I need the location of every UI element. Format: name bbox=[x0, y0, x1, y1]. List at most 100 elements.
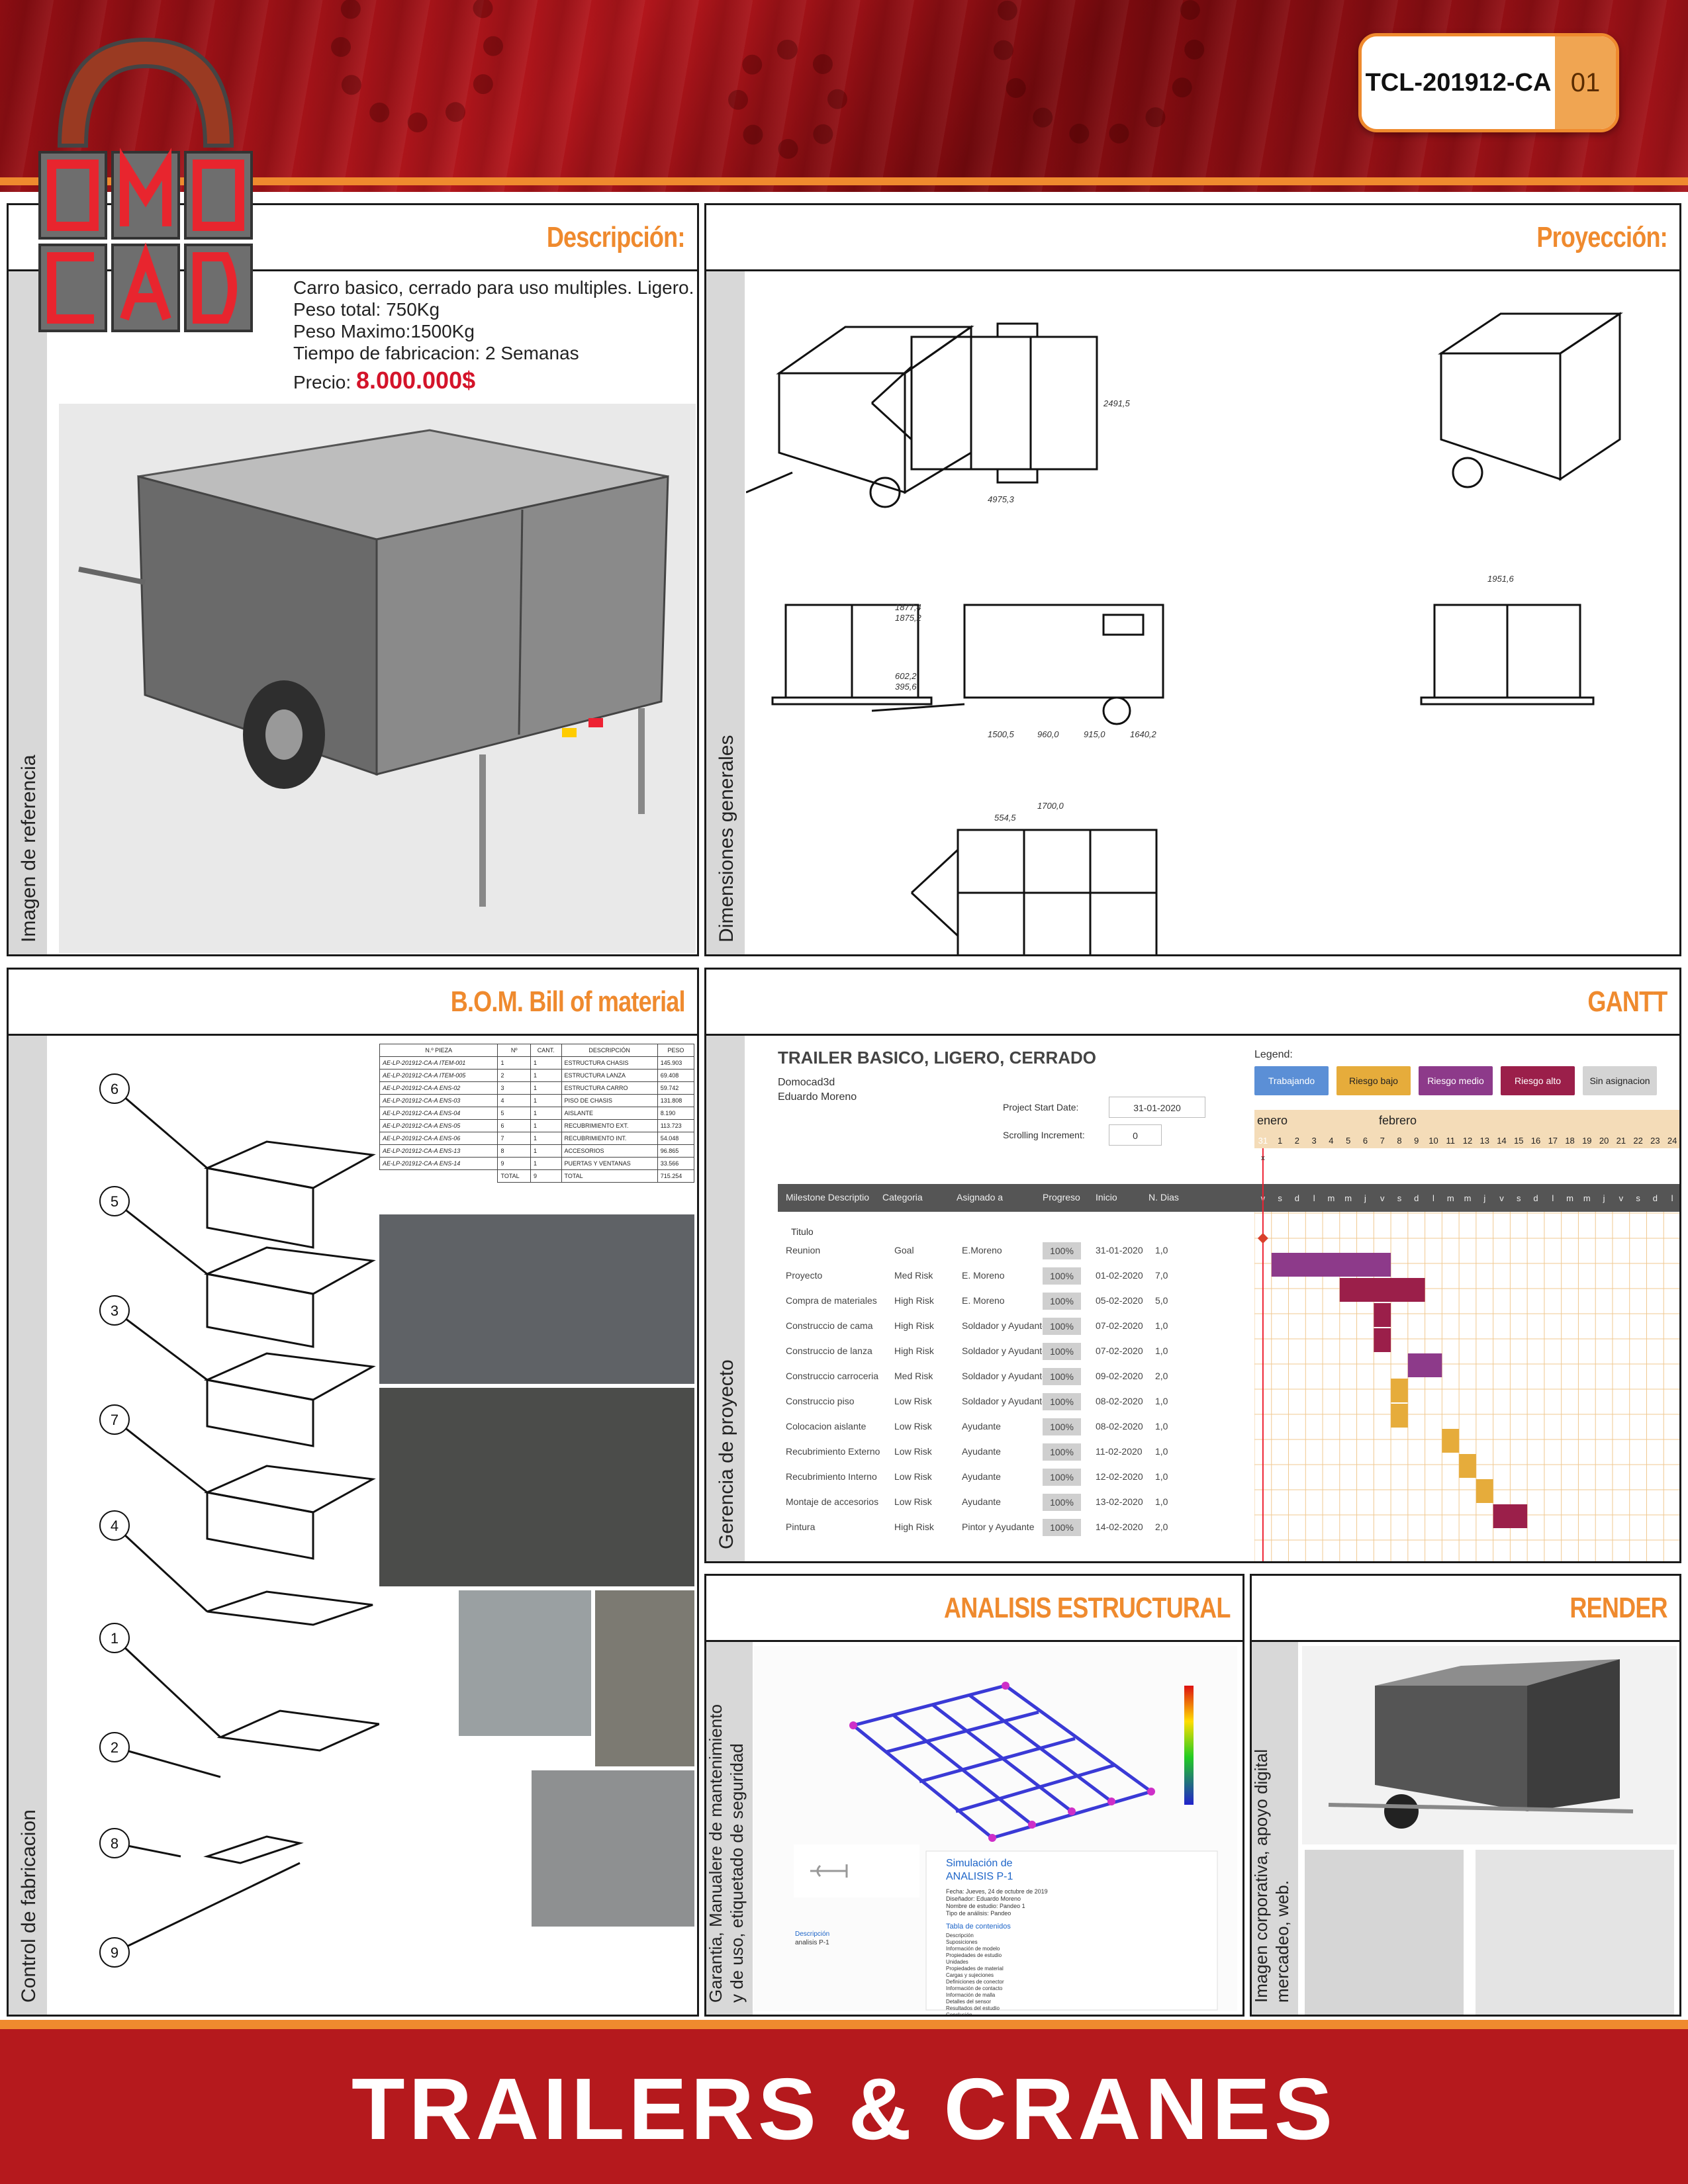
task-cell-prog: 100% bbox=[1043, 1443, 1081, 1461]
header-banner: TCL-201912-CA 01 bbox=[0, 0, 1688, 192]
task-cell-who: Pintor y Ayudante bbox=[962, 1522, 1035, 1532]
task-cell-cat: High Risk bbox=[894, 1320, 934, 1331]
weekday-label: s bbox=[1636, 1193, 1640, 1203]
side-label-bar: Garantia, Manualere de mantenimiento y d… bbox=[706, 1642, 753, 2015]
bom-cell: 96.865 bbox=[657, 1144, 695, 1158]
task-cell-prog: 100% bbox=[1043, 1519, 1081, 1536]
task-cell-days: 1,0 bbox=[1155, 1245, 1168, 1255]
bom-cell: ESTRUCTURA LANZA bbox=[561, 1069, 658, 1082]
day-label: 15 bbox=[1514, 1136, 1523, 1146]
weekday-label: m bbox=[1566, 1193, 1573, 1203]
task-cell-start: 14-02-2020 bbox=[1096, 1522, 1143, 1532]
dimension-label: 1500,5 bbox=[988, 729, 1015, 739]
task-cell-start: 31-01-2020 bbox=[1096, 1245, 1143, 1255]
task-cell-start: 08-02-2020 bbox=[1096, 1396, 1143, 1406]
task-cell-start: 13-02-2020 bbox=[1096, 1496, 1143, 1507]
task-cell-cat: Low Risk bbox=[894, 1496, 932, 1507]
bom-cell: 69.408 bbox=[657, 1069, 695, 1082]
bom-total-cell: TOTAL bbox=[497, 1169, 531, 1183]
bom-cell: 1 bbox=[530, 1157, 562, 1170]
bom-header-cell: Nº bbox=[497, 1044, 531, 1057]
task-cell-name: Construccio carroceria bbox=[786, 1371, 879, 1381]
report-line: Nombre de estudio: Pandeo 1 bbox=[946, 1903, 1025, 1909]
column-header: Asignado a bbox=[957, 1192, 1004, 1203]
day-label: 3 bbox=[1312, 1136, 1317, 1146]
task-cell-who: Ayudante bbox=[962, 1446, 1001, 1457]
weekday-label: m bbox=[1327, 1193, 1335, 1203]
bom-header-cell: DESCRIPCIÓN bbox=[561, 1044, 658, 1057]
toc-entry: Resultados del estudio bbox=[946, 2005, 1000, 2011]
gantt-bar bbox=[1493, 1504, 1528, 1528]
panel-title-bar: B.O.M. Bill of material bbox=[9, 970, 697, 1036]
scroll-increment-field[interactable]: 0 bbox=[1109, 1124, 1162, 1146]
side-label-bar: Control de fabricacion bbox=[9, 1036, 47, 2015]
gantt-bar bbox=[1339, 1278, 1425, 1302]
description-label: Descripción bbox=[795, 1931, 830, 1938]
weekday-label: j bbox=[1483, 1193, 1485, 1203]
weekday-label: d bbox=[1533, 1193, 1538, 1203]
task-cell-start: 05-02-2020 bbox=[1096, 1295, 1143, 1306]
weekday-label: j bbox=[1364, 1193, 1366, 1203]
side-label-bar: Imagen de referencia bbox=[9, 271, 47, 954]
bom-cell: PUERTAS Y VENTANAS bbox=[561, 1157, 658, 1170]
task-cell-days: 1,0 bbox=[1155, 1471, 1168, 1482]
header-stripe bbox=[0, 177, 1688, 185]
fabrication-photo bbox=[379, 1214, 694, 1384]
weekday-row-bg bbox=[1254, 1184, 1679, 1212]
bom-cell: RECUBRIMIENTO EXT. bbox=[561, 1119, 658, 1132]
panel-proyeccion: Proyección: Dimensiones generales bbox=[704, 203, 1681, 956]
weekday-label: l bbox=[1313, 1193, 1315, 1203]
start-date-label: Project Start Date: bbox=[1003, 1102, 1079, 1113]
domocad-logo bbox=[38, 37, 253, 332]
bom-cell: AE-LP-201912-CA-A ENS-02 bbox=[379, 1081, 498, 1095]
document-code-badge: TCL-201912-CA 01 bbox=[1358, 33, 1619, 132]
task-cell-cat: Goal bbox=[894, 1245, 914, 1255]
weekday-label: v bbox=[1380, 1193, 1385, 1203]
dimension-label: 960,0 bbox=[1037, 729, 1059, 739]
task-cell-who: E. Moreno bbox=[962, 1295, 1005, 1306]
bom-cell: PISO DE CHASIS bbox=[561, 1094, 658, 1107]
footer-banner: TRAILERS & CRANES bbox=[0, 2020, 1688, 2184]
column-header: Inicio bbox=[1096, 1192, 1117, 1203]
weekday-label: l bbox=[1671, 1193, 1673, 1203]
task-cell-cat: Low Risk bbox=[894, 1471, 932, 1482]
task-cell-prog: 100% bbox=[1043, 1318, 1081, 1335]
bom-cell: 1 bbox=[530, 1056, 562, 1069]
bom-cell: 2 bbox=[497, 1069, 531, 1082]
bom-cell: ACCESORIOS bbox=[561, 1144, 658, 1158]
start-date-field[interactable]: 31-01-2020 bbox=[1109, 1097, 1205, 1118]
description-text: Carro basico, cerrado para uso multiples… bbox=[293, 277, 694, 393]
bom-cell: 6 bbox=[497, 1119, 531, 1132]
fabrication-photo bbox=[595, 1590, 694, 1766]
bom-header-row: N.º PIEZA Nº CANT. DESCRIPCIÓN PESO bbox=[379, 1044, 695, 1057]
toc-entry: Descripción bbox=[946, 1933, 974, 1938]
report-line: Fecha: Jueves, 24 de octubre de 2019 bbox=[946, 1888, 1048, 1895]
bom-table: N.º PIEZA Nº CANT. DESCRIPCIÓN PESO AE-L… bbox=[379, 1044, 695, 1183]
day-label: 21 bbox=[1617, 1136, 1626, 1146]
dimension-label: 602,2 bbox=[895, 671, 917, 681]
task-cell-who: E.Moreno bbox=[962, 1245, 1002, 1255]
panel-title-bar: Descripción: bbox=[9, 205, 697, 271]
dimension-label: 395,6 bbox=[895, 682, 917, 692]
task-cell-prog: 100% bbox=[1043, 1343, 1081, 1360]
gantt-bar bbox=[1407, 1353, 1442, 1377]
task-table-header: Milestone Descriptio Categoria Asignado … bbox=[778, 1184, 1254, 1212]
bom-cell: AE-LP-201912-CA-A ENS-04 bbox=[379, 1107, 498, 1120]
task-cell-days: 1,0 bbox=[1155, 1396, 1168, 1406]
bom-total-cell: TOTAL bbox=[561, 1169, 658, 1183]
side-label: Imagen corporativa, apoyo digital bbox=[1251, 1749, 1271, 2003]
projection-drawings: 4975,3 2491,5 1877,4 1875,2 602,2 395,6 … bbox=[746, 312, 1623, 954]
bom-cell: 3 bbox=[497, 1081, 531, 1095]
bom-total-cell: 715.254 bbox=[657, 1169, 695, 1183]
gantt-company: Domocad3d bbox=[778, 1077, 835, 1088]
legend-item: Riesgo medio bbox=[1419, 1066, 1493, 1095]
description-line: Tiempo de fabricacion: 2 Semanas bbox=[293, 343, 579, 363]
balloon-label: 4 bbox=[111, 1518, 118, 1534]
legend-item: Sin asignacion bbox=[1583, 1066, 1657, 1095]
